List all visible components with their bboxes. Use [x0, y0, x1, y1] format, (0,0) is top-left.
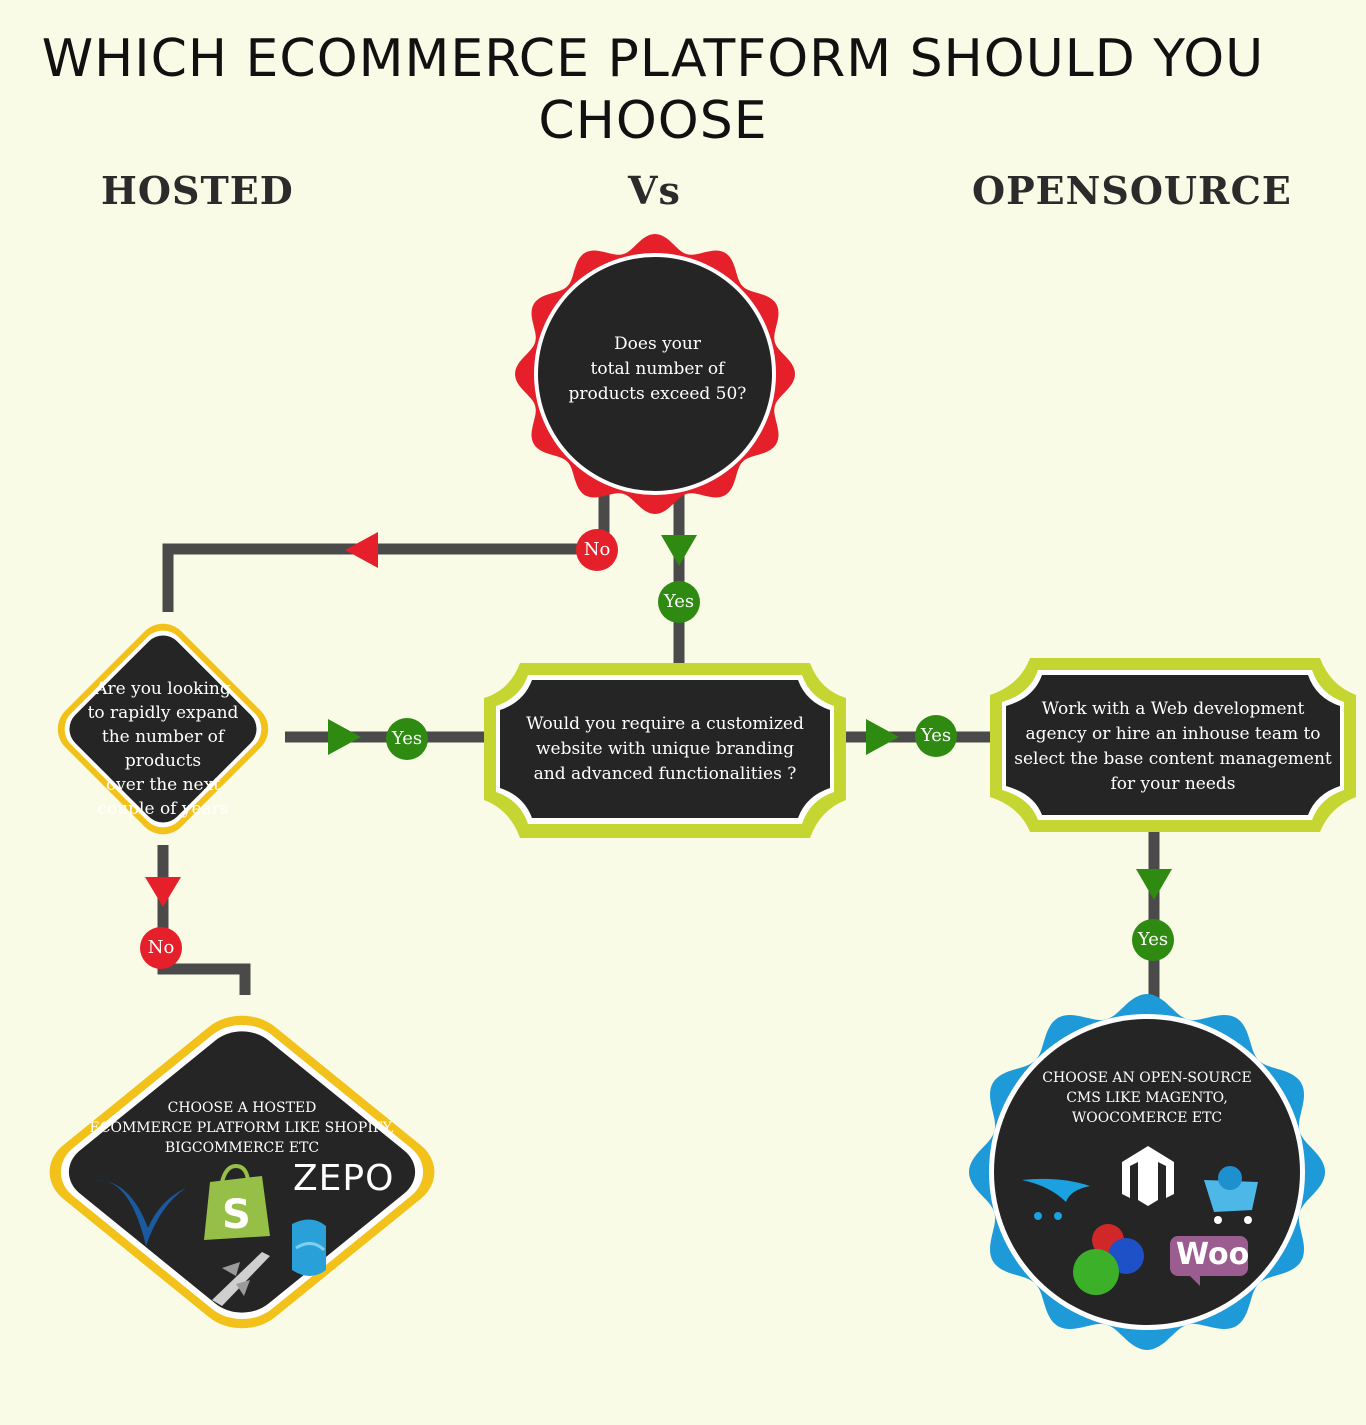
arrow-right-green-2 — [866, 719, 899, 755]
arrow-down-red — [145, 877, 181, 907]
result-node-hosted — [49, 1015, 435, 1329]
badge-yes-customized: Yes — [915, 715, 957, 757]
connector-q2-no — [157, 845, 251, 995]
prestashop-cart-logo — [1204, 1166, 1258, 1224]
header-opensource: OPENSOURCE — [972, 168, 1292, 213]
header-hosted: HOSTED — [101, 168, 294, 213]
page-title: WHICH ECOMMERCE PLATFORM SHOULD YOU CHOO… — [41, 29, 1265, 151]
zepo-logo: ZEPO — [293, 1158, 395, 1199]
badge-no-products: No — [576, 529, 618, 571]
woocommerce-logo — [1170, 1236, 1248, 1286]
svg-text:S: S — [222, 1192, 251, 1238]
arrow-right-green-1 — [328, 719, 361, 755]
shopify-logo: S — [204, 1163, 270, 1240]
badge-no-expand: No — [140, 927, 182, 969]
question-node-customized — [484, 663, 846, 838]
rocket-logo — [212, 1252, 270, 1306]
question-node-agency — [990, 658, 1356, 832]
opencart-logo — [1022, 1178, 1090, 1220]
joomla-spheres-logo — [1073, 1224, 1144, 1295]
result-opensource-text: CHOOSE AN OPEN-SOURCE CMS LIKE MAGENTO, … — [1042, 1070, 1252, 1126]
question-node-expand — [57, 623, 269, 835]
question-products-text: Does your total number of products excee… — [568, 334, 747, 404]
woo-logo-text: Woo — [1176, 1237, 1250, 1272]
connector-q1-no — [162, 480, 610, 612]
header-vs: Vs — [628, 168, 681, 213]
volusion-logo — [96, 1179, 186, 1246]
question-node-products — [515, 234, 795, 514]
badge-yes-expand: Yes — [386, 718, 428, 760]
magento-logo — [1122, 1146, 1174, 1206]
question-customized-text: Would you require a customized website w… — [526, 714, 804, 784]
bigcommerce-logo — [292, 1219, 326, 1276]
arrow-down-green-2 — [1136, 869, 1172, 900]
arrow-left-red — [345, 532, 378, 568]
question-expand-text: Are you looking to rapidly expand the nu… — [87, 679, 239, 819]
badge-yes-agency: Yes — [1132, 919, 1174, 961]
question-agency-text: Work with a Web development agency or hi… — [1014, 699, 1332, 794]
result-hosted-text: CHOOSE A HOSTED ECOMMERCE PLATFORM LIKE … — [89, 1100, 395, 1156]
arrows — [145, 532, 1172, 907]
badge-yes-products: Yes — [658, 581, 700, 623]
arrow-down-green-1 — [661, 535, 697, 566]
